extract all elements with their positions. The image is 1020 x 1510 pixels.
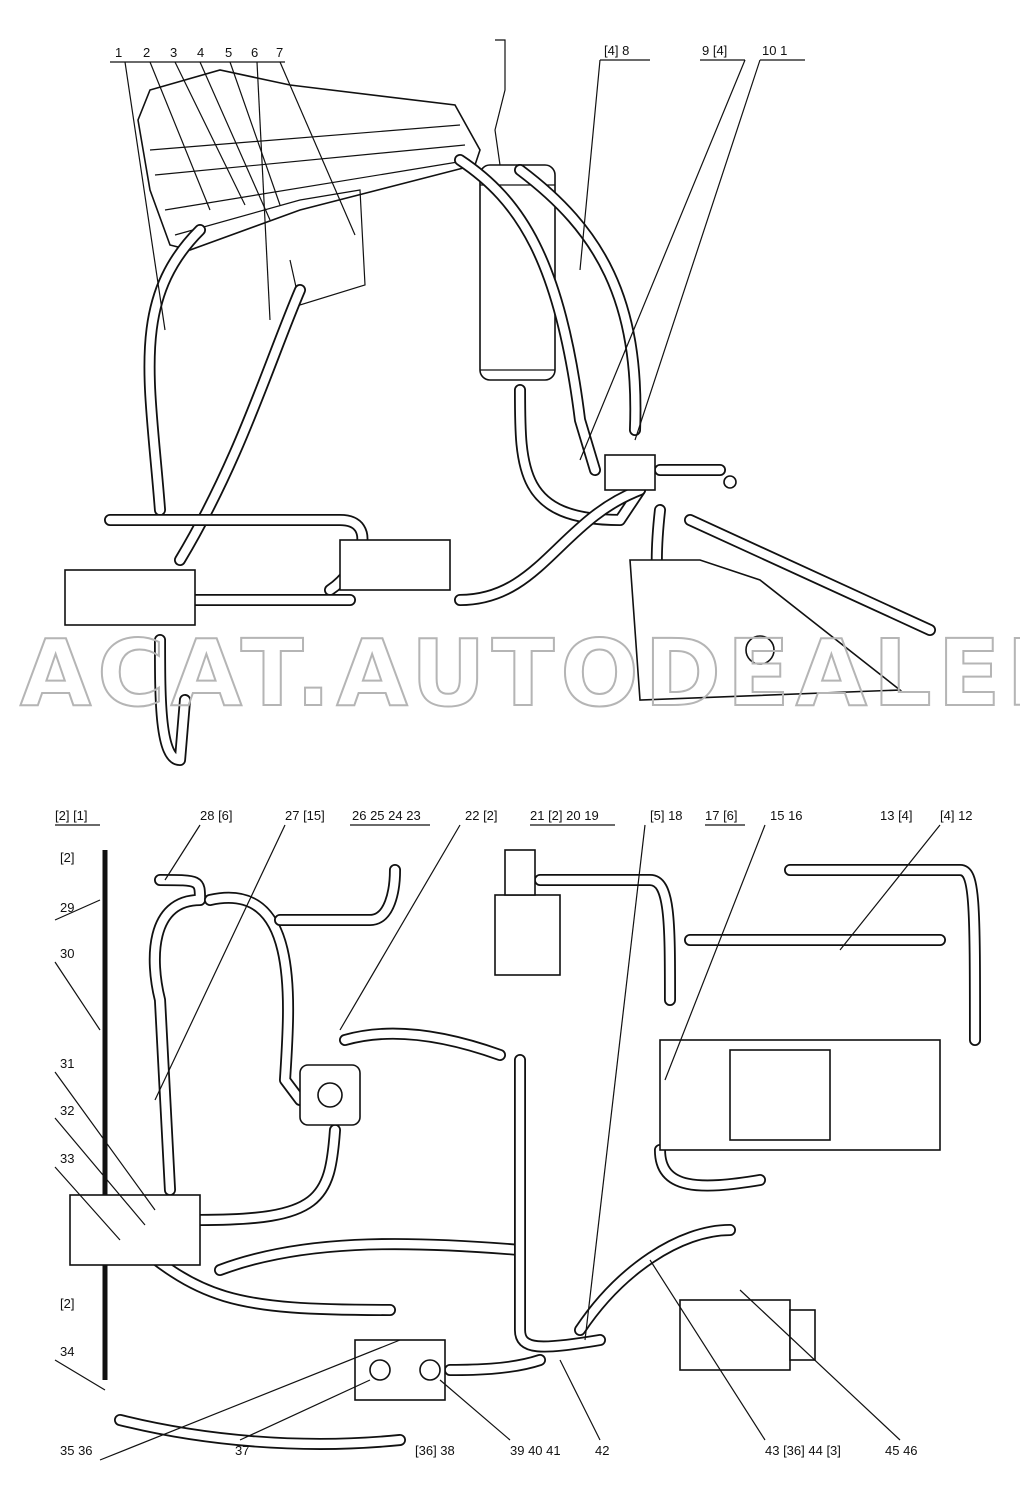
label-35-36: 35 36 [60, 1443, 93, 1458]
label-26: 28 [6] [200, 808, 233, 823]
label-5: 5 [225, 45, 232, 60]
label-18: [5] 18 [650, 808, 683, 823]
label-22: 22 [2] [465, 808, 498, 823]
label-4: 4 [197, 45, 204, 60]
top-callouts: 1 2 3 4 5 6 7 [4] 8 9 [4] 10 1 [115, 43, 787, 60]
top-leaders [110, 59, 805, 461]
watermark-text: ACAT.AUTODEALER.RU [20, 620, 1020, 727]
label-12: [4] 12 [940, 808, 973, 823]
cooler-unit [137, 69, 481, 306]
label-27: 27 [15] [285, 808, 325, 823]
label-33: 33 [60, 1151, 74, 1166]
label-9: 9 [4] [702, 43, 727, 58]
label-2: 2 [143, 45, 150, 60]
label-37: 37 [235, 1443, 249, 1458]
label-24: 26 25 24 23 [352, 808, 421, 823]
label-30: 30 [60, 946, 74, 961]
label-6: 6 [251, 45, 258, 60]
label-39-41: 39 40 41 [510, 1443, 561, 1458]
bottom-hoses [102, 850, 981, 1450]
label-8: [4] 8 [604, 43, 629, 58]
label-29: 29 [60, 900, 74, 915]
label-34: 34 [60, 1344, 74, 1359]
label-3: 3 [170, 45, 177, 60]
label-7: 7 [276, 45, 283, 60]
label-31: 31 [60, 1056, 74, 1071]
bottom-components [69, 849, 941, 1401]
label-10: 10 1 [762, 43, 787, 58]
label-1b: [2] [60, 850, 74, 865]
label-42: 42 [595, 1443, 609, 1458]
label-13: 13 [4] [880, 808, 913, 823]
label-38: [36] 38 [415, 1443, 455, 1458]
label-2b: [2] [60, 1296, 74, 1311]
bottom-leaders [54, 824, 941, 1461]
label-32: 32 [60, 1103, 74, 1118]
label-1: 1 [115, 45, 122, 60]
label-17: 17 [6] [705, 808, 738, 823]
label-45-46: 45 46 [885, 1443, 918, 1458]
label-43-44: 43 [36] 44 [3] [765, 1443, 841, 1458]
label-16: 15 16 [770, 808, 803, 823]
label-21: 21 [2] 20 19 [530, 808, 599, 823]
label-28: [2] [1] [55, 808, 88, 823]
bottom-callouts: [2] [1] [2] 29 30 31 32 33 [2] 34 28 [6]… [55, 808, 973, 1458]
top-valves [64, 454, 903, 701]
